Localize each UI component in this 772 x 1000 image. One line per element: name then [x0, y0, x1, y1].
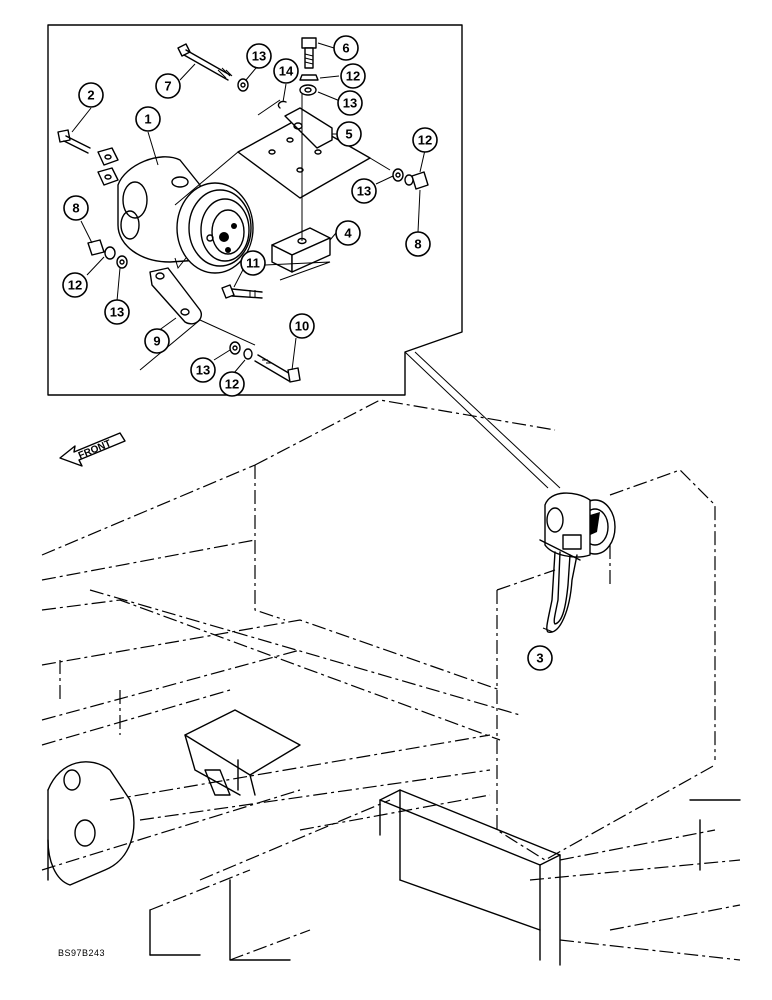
front-label: FRONT [77, 438, 113, 462]
svg-text:13: 13 [357, 184, 371, 199]
callout-14: 14 [273, 58, 299, 84]
callout-12-bottom: 12 [219, 371, 245, 397]
svg-text:1: 1 [144, 112, 151, 127]
callout-6: 6 [333, 35, 359, 61]
svg-text:13: 13 [343, 96, 357, 111]
callout-5: 5 [336, 121, 362, 147]
callout-8-left: 8 [63, 195, 89, 221]
callout-3: 3 [527, 645, 553, 671]
callout-7: 7 [155, 73, 181, 99]
svg-text:13: 13 [252, 49, 266, 64]
mounting-plate [174, 99, 391, 206]
svg-text:7: 7 [164, 79, 171, 94]
drawing-code: BS97B243 [58, 948, 106, 958]
installed-compressor [539, 492, 616, 633]
callout-9: 9 [144, 328, 170, 354]
callout-12-left: 12 [62, 272, 88, 298]
svg-text:9: 9 [153, 334, 160, 349]
svg-text:8: 8 [414, 237, 421, 252]
svg-text:12: 12 [68, 278, 82, 293]
callout-13-top-left: 13 [246, 43, 272, 69]
adjusting-bracket [139, 267, 256, 371]
svg-text:6: 6 [342, 41, 349, 56]
callout-13-left: 13 [104, 299, 130, 325]
svg-text:5: 5 [345, 127, 352, 142]
callout-group: 1 2 3 4 5 6 7 8 8 9 10 11 12 12 12 12 13… [62, 35, 553, 671]
svg-text:8: 8 [72, 201, 79, 216]
front-direction-arrow: FRONT [59, 432, 126, 467]
svg-text:12: 12 [418, 133, 432, 148]
svg-text:2: 2 [87, 88, 94, 103]
svg-text:11: 11 [246, 256, 260, 271]
spacer-block [264, 90, 331, 281]
callout-2: 2 [78, 82, 104, 108]
callout-12-right: 12 [412, 127, 438, 153]
callout-13-right: 13 [351, 178, 377, 204]
svg-text:12: 12 [225, 377, 239, 392]
callout-4: 4 [335, 220, 361, 246]
detail-inset [47, 24, 561, 489]
svg-text:13: 13 [110, 305, 124, 320]
compressor-detail [97, 147, 254, 274]
svg-text:13: 13 [196, 363, 210, 378]
svg-text:12: 12 [346, 69, 360, 84]
leader-lines [71, 42, 554, 633]
callout-13-bottom: 13 [190, 357, 216, 383]
callout-10: 10 [289, 313, 315, 339]
svg-text:4: 4 [344, 226, 352, 241]
svg-text:10: 10 [295, 319, 309, 334]
callout-1: 1 [135, 106, 161, 132]
hardware [57, 37, 429, 383]
machine-frame [41, 399, 741, 966]
callout-8-right: 8 [405, 231, 431, 257]
svg-text:3: 3 [536, 651, 543, 666]
callout-12-top: 12 [340, 63, 366, 89]
callout-13-top-right: 13 [337, 90, 363, 116]
callout-11: 11 [240, 250, 266, 276]
svg-text:14: 14 [279, 64, 294, 79]
